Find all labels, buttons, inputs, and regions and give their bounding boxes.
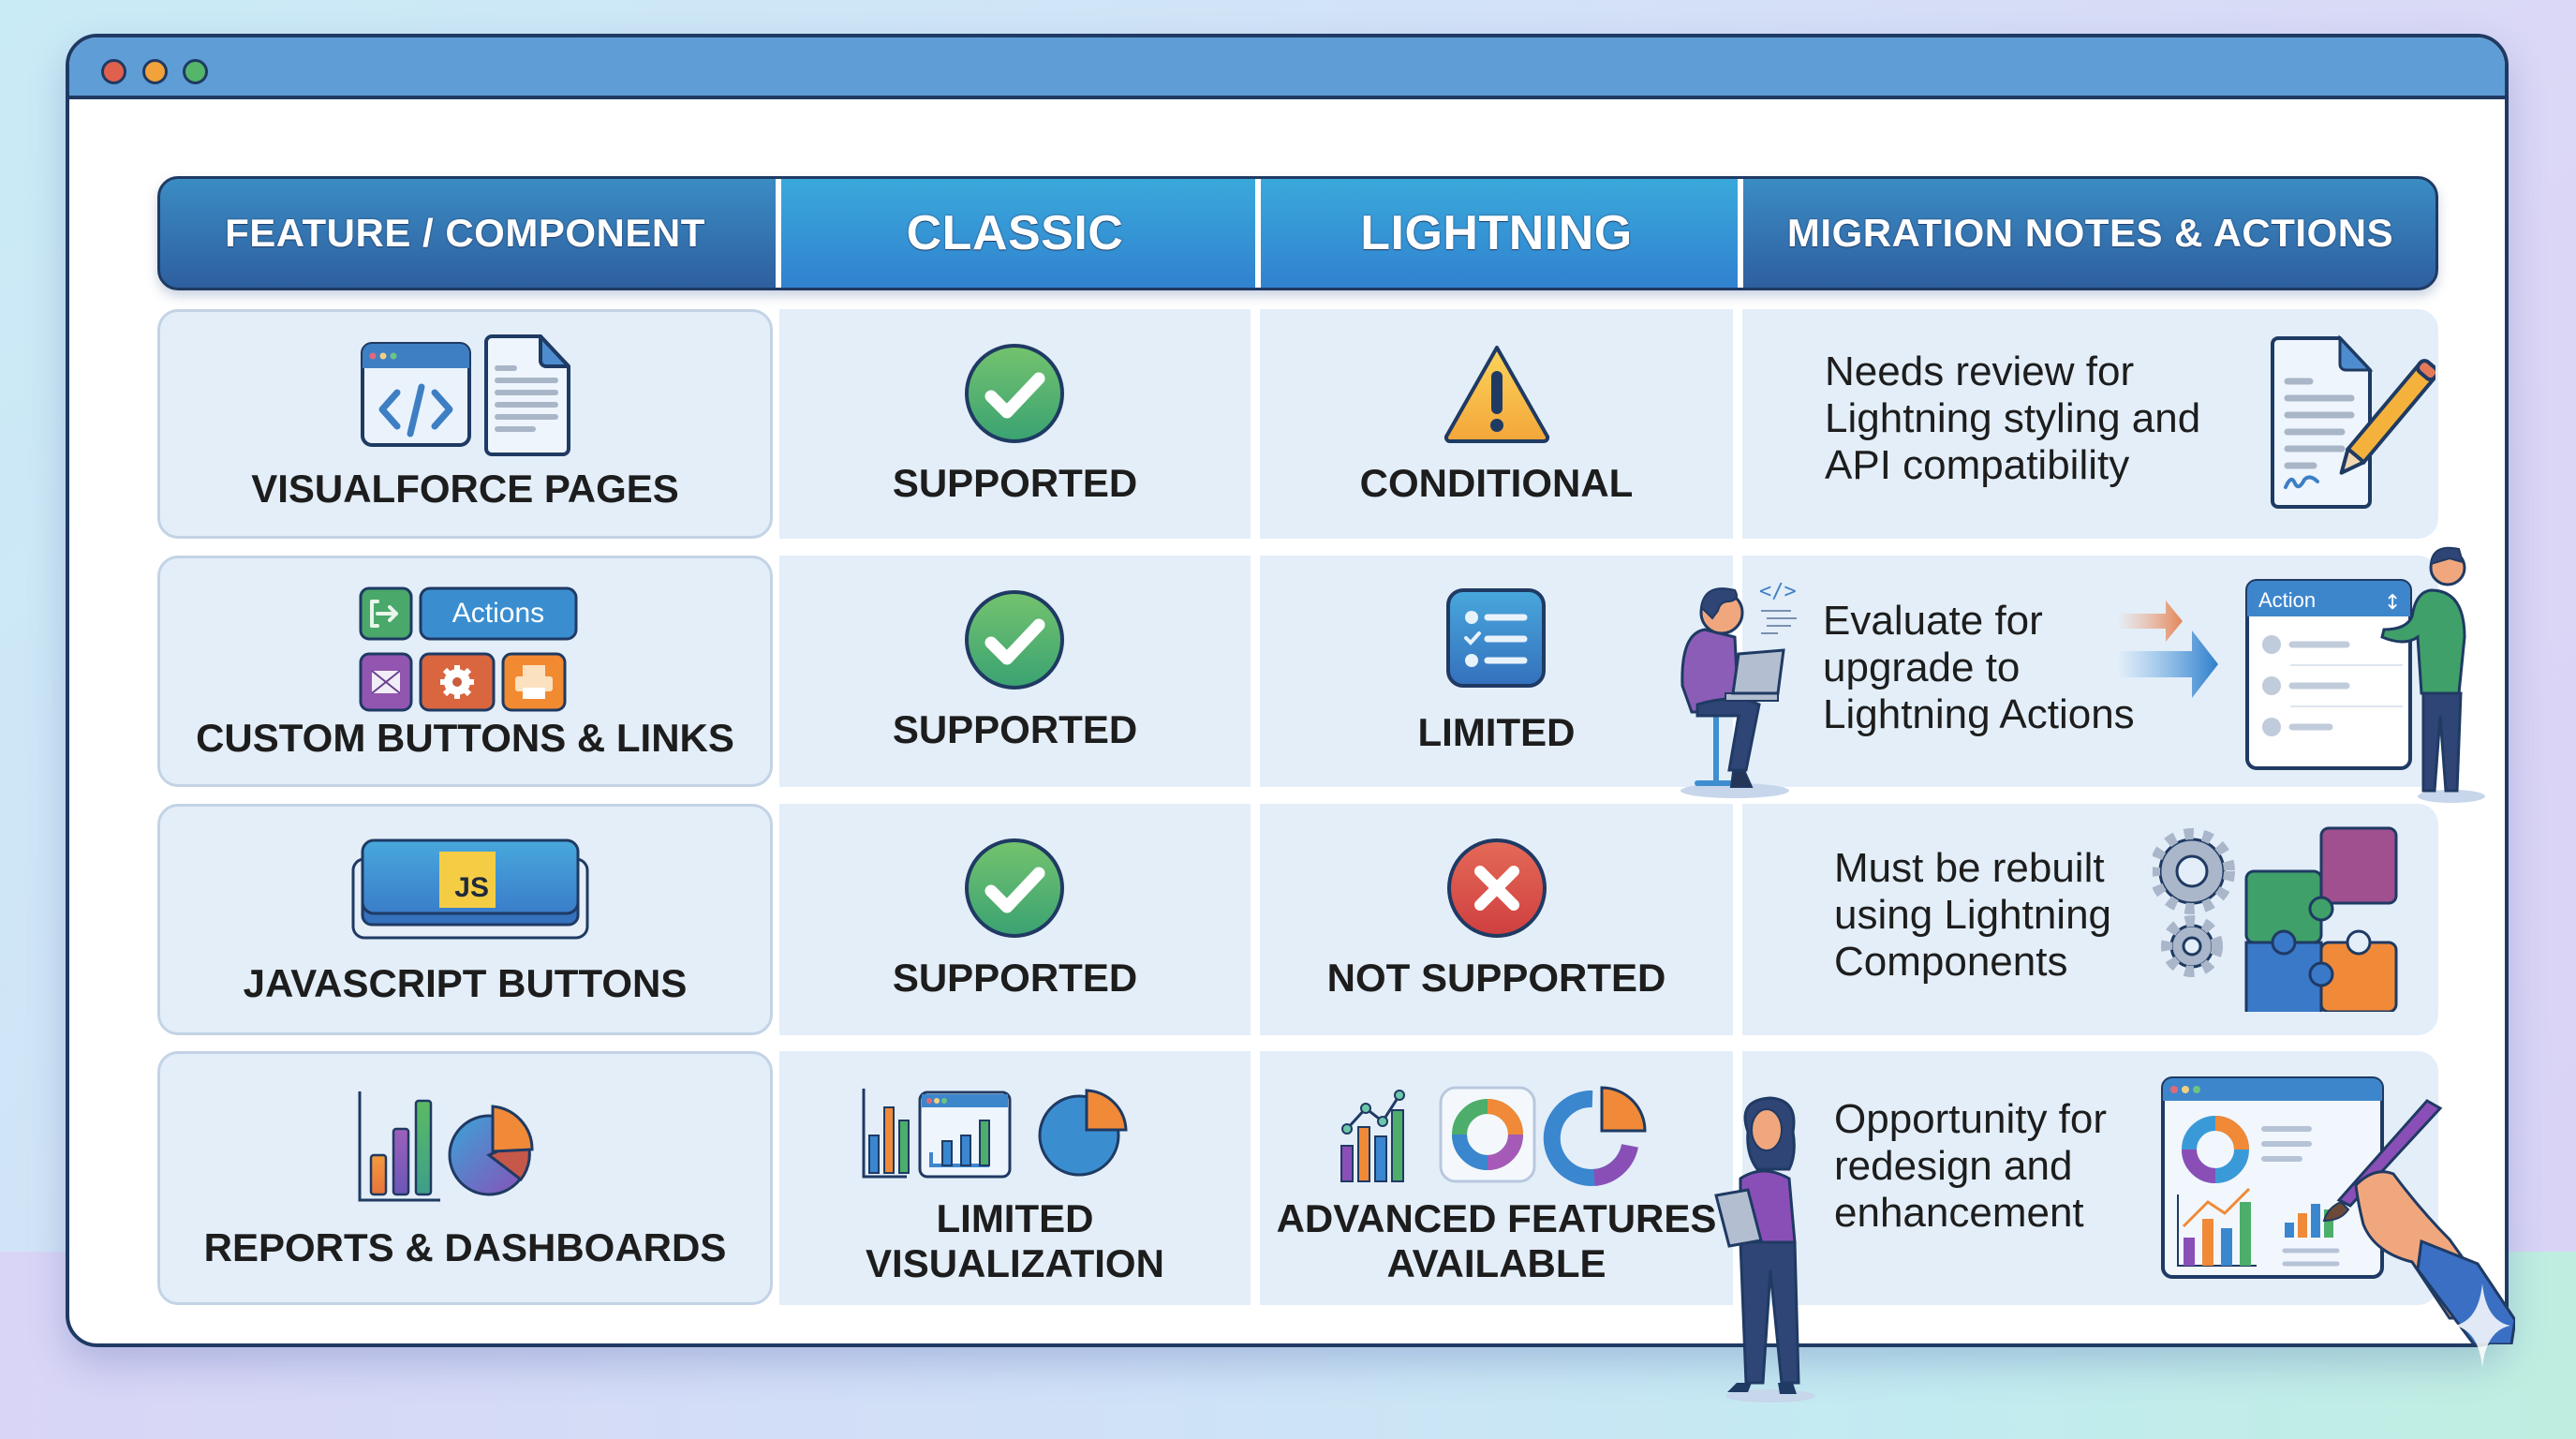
- status-label: ADVANCED FEATURES AVAILABLE: [1260, 1196, 1733, 1286]
- status-line: LIMITED: [936, 1196, 1094, 1240]
- check-circle-icon: [963, 342, 1066, 445]
- status-label: SUPPORTED: [892, 956, 1138, 1000]
- action-buttons-icon: Actions: [359, 586, 580, 713]
- feature-label: CUSTOM BUTTONS & LINKS: [196, 716, 734, 760]
- migration-note: Must be rebuilt using Lightning Componen…: [1834, 845, 2111, 986]
- feature-label: JAVASCRIPT BUTTONS: [243, 961, 688, 1005]
- bar-and-pie-chart-icon: [358, 1090, 583, 1204]
- header-classic: CLASSIC: [906, 206, 1124, 260]
- status-line: AVAILABLE: [1386, 1241, 1606, 1285]
- feature-label: REPORTS & DASHBOARDS: [203, 1225, 727, 1269]
- table-row-visualforce-lightning-cell: CONDITIONAL: [1260, 309, 1733, 539]
- status-label: NOT SUPPORTED: [1326, 956, 1666, 1000]
- advanced-charts-icon: [1340, 1084, 1658, 1187]
- table-row-reports-lightning-cell: ADVANCED FEATURES AVAILABLE: [1260, 1051, 1733, 1305]
- table-row-custom-buttons-classic-cell: SUPPORTED: [779, 556, 1251, 787]
- header-highlight: [778, 179, 1743, 288]
- header-divider: [776, 179, 781, 288]
- table-row-visualforce-notes-cell: Needs review for Lightning styling and A…: [1742, 309, 2438, 539]
- minimize-window-dot-icon[interactable]: [142, 59, 168, 84]
- note-line: Evaluate for: [1823, 598, 2043, 644]
- table-row-visualforce-feature-cell: VISUALFORCE PAGES: [157, 309, 773, 539]
- note-line: Lightning styling and: [1825, 395, 2201, 441]
- note-line: Must be rebuilt: [1834, 845, 2105, 891]
- table-row-visualforce-classic-cell: SUPPORTED: [779, 309, 1251, 539]
- status-line: ADVANCED FEATURES: [1276, 1196, 1717, 1240]
- warning-triangle-icon: [1443, 343, 1551, 444]
- status-label: LIMITED VISUALIZATION: [779, 1196, 1251, 1286]
- check-circle-icon: [963, 588, 1066, 691]
- js-button-icon: JS: [351, 837, 591, 942]
- svg-text:</>: </>: [1759, 583, 1797, 603]
- note-line: using Lightning: [1834, 892, 2112, 938]
- note-line: Opportunity for: [1834, 1096, 2108, 1142]
- header-divider: [1738, 179, 1743, 288]
- table-row-javascript-feature-cell: JS JAVASCRIPT BUTTONS: [157, 804, 773, 1035]
- close-window-dot-icon[interactable]: [101, 59, 126, 84]
- table-row-reports-classic-cell: LIMITED VISUALIZATION: [779, 1051, 1251, 1305]
- checklist-icon: [1445, 587, 1547, 689]
- status-label: SUPPORTED: [892, 461, 1138, 505]
- developer-with-laptop-illustration: </>: [1669, 583, 1819, 798]
- document-with-pencil-icon: [2267, 333, 2435, 511]
- sparkle-icon: [2454, 1283, 2510, 1368]
- status-label: SUPPORTED: [892, 707, 1138, 751]
- feature-label: VISUALFORCE PAGES: [251, 467, 679, 511]
- table-header-bar: [157, 176, 2438, 290]
- woman-with-tablet-illustration: [1712, 1094, 1825, 1403]
- header-lightning: LIGHTNING: [1360, 206, 1633, 260]
- note-line: enhancement: [1834, 1190, 2084, 1236]
- header-migration-notes: MIGRATION NOTES & ACTIONS: [1786, 211, 2394, 255]
- migration-note: Evaluate for upgrade to Lightning Action…: [1823, 598, 2135, 738]
- status-line: VISUALIZATION: [866, 1241, 1164, 1285]
- note-line: API compatibility: [1825, 442, 2130, 488]
- code-window-icon: [360, 338, 472, 451]
- gears-and-puzzle-icon: [2153, 824, 2424, 1012]
- migration-note: Needs review for Lightning styling and A…: [1825, 349, 2200, 489]
- basic-charts-icon: [862, 1087, 1171, 1180]
- table-row-javascript-lightning-cell: NOT SUPPORTED: [1260, 804, 1733, 1035]
- note-line: redesign and: [1834, 1143, 2073, 1189]
- dashboard-with-paintbrush-illustration: [2159, 1073, 2515, 1344]
- note-line: Needs review for: [1825, 349, 2135, 394]
- actions-button-label: Actions: [452, 598, 545, 629]
- table-row-javascript-classic-cell: SUPPORTED: [779, 804, 1251, 1035]
- table-row-custom-buttons-feature-cell: Actions CUSTOM BUTTONS & LINKS: [157, 556, 773, 787]
- note-line: Lightning Actions: [1823, 691, 2135, 737]
- svg-text:↕: ↕: [2384, 591, 2401, 615]
- status-label: LIMITED: [1417, 710, 1576, 754]
- check-circle-icon: [963, 837, 1066, 940]
- orange-arrow-icon: [2115, 593, 2237, 715]
- status-label: CONDITIONAL: [1359, 461, 1634, 505]
- window-titlebar: [69, 37, 2505, 99]
- x-circle-icon: [1445, 837, 1548, 940]
- document-icon: [482, 334, 572, 456]
- js-badge: JS: [454, 872, 489, 903]
- header-feature-component: FEATURE / COMPONENT: [225, 211, 705, 255]
- maximize-window-dot-icon[interactable]: [183, 59, 208, 84]
- table-row-javascript-notes-cell: Must be rebuilt using Lightning Componen…: [1742, 804, 2438, 1035]
- table-row-custom-buttons-lightning-cell: LIMITED: [1260, 556, 1733, 787]
- action-menu-label: Action: [2258, 588, 2317, 612]
- note-line: upgrade to: [1823, 645, 2021, 690]
- table-row-reports-feature-cell: REPORTS & DASHBOARDS: [157, 1051, 773, 1305]
- migration-note: Opportunity for redesign and enhancement: [1834, 1096, 2107, 1237]
- header-divider: [1255, 179, 1261, 288]
- action-menu-illustration: ↕ Action: [2243, 543, 2496, 806]
- note-line: Components: [1834, 939, 2068, 985]
